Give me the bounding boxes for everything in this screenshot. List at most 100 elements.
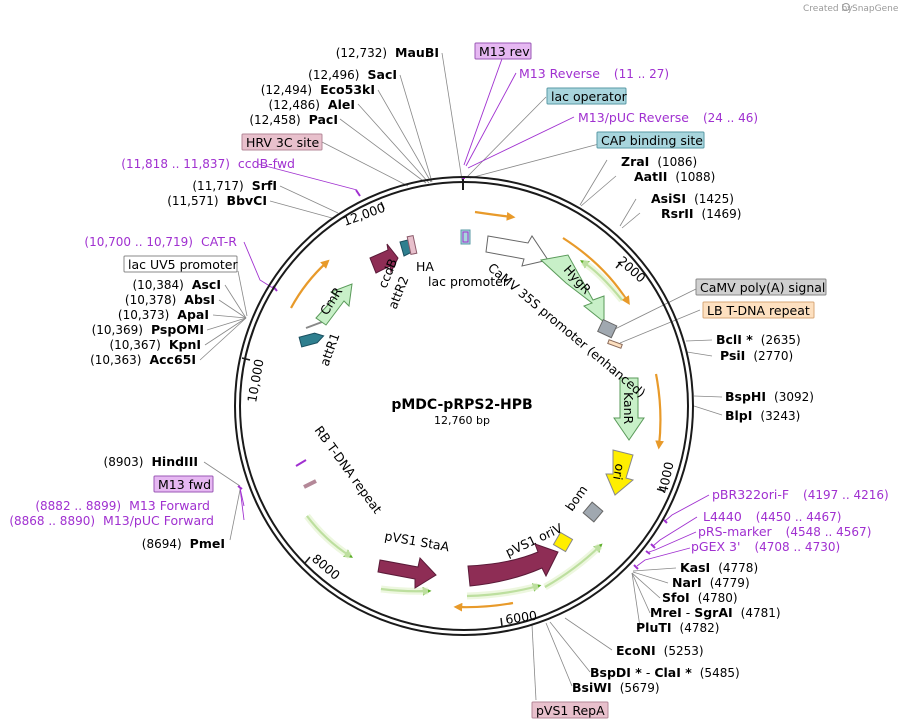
- primer-prs-marker: pRS-marker(4548 .. 4567): [698, 524, 871, 539]
- site-apai: (10,373)ApaI: [118, 307, 209, 322]
- pvs1-oriv-feature: [552, 531, 574, 553]
- svg-text:CAP binding site: CAP binding site: [601, 133, 703, 148]
- site-pmei: (8694)PmeI: [142, 536, 225, 551]
- attr1-arrow: [298, 332, 325, 348]
- primer-arcs-green: [306, 260, 623, 598]
- site-rsrii: RsrII(1469): [661, 206, 741, 221]
- box-lb-tdna-repeat: LB T-DNA repeat: [702, 301, 815, 319]
- site-aatii: AatII(1088): [634, 169, 715, 184]
- site-saci: (12,496)SacI: [308, 67, 397, 82]
- lb-tdna-feature: [607, 339, 623, 349]
- site-acc65i: (10,363)Acc65I: [90, 352, 196, 367]
- site-srfi: (11,717)SrfI: [192, 178, 277, 193]
- box-cap-binding-site: CAP binding site: [596, 131, 705, 149]
- ha-feature: [406, 234, 418, 256]
- pvs1-repa-arrow: [467, 543, 559, 587]
- plasmid-name: pMDC-pRPS2-HPB: [391, 397, 532, 413]
- ori-arrow: [605, 449, 635, 496]
- site-bsphi: BspHI(3092): [725, 389, 814, 404]
- site-pspomi: (10,369)PspOMI: [92, 322, 204, 337]
- site-hindiii: (8903)HindIII: [104, 454, 198, 469]
- kanr-label: KanR: [621, 392, 636, 425]
- cmr-arrow: [315, 283, 353, 326]
- svg-text:CaMV poly(A) signal: CaMV poly(A) signal: [700, 280, 825, 295]
- kanr-arrow: [613, 377, 645, 441]
- rb-tdna-feature: [303, 479, 317, 489]
- primer-pbr322ori-f: pBR322ori-F(4197 .. 4216): [712, 487, 889, 502]
- camv-polya-feature: [597, 318, 618, 339]
- site-kpni: (10,367)KpnI: [109, 337, 201, 352]
- primer-labels: M13 Reverse(11 .. 27) M13/pUC Reverse(24…: [9, 66, 888, 554]
- site-paci: (12,458)PacI: [249, 112, 338, 127]
- site-bsiwi: BsiWI(5679): [572, 680, 660, 695]
- site-psii: PsiI(2770): [720, 348, 793, 363]
- tick-label-12000: 12,000: [341, 200, 387, 229]
- enzyme-labels-left: (12,732)MauBI (12,496)SacI (12,494)Eco53…: [90, 45, 439, 551]
- bom-feature: [582, 501, 604, 523]
- site-bspdi-clai: BspDI * - ClaI *(5485): [590, 665, 740, 680]
- svg-text:lac UV5 promoter: lac UV5 promoter: [128, 257, 238, 272]
- tick-label-4000: 4000: [655, 460, 676, 494]
- primer-arcs-orange: [290, 210, 664, 612]
- site-pluti: PluTI(4782): [636, 620, 719, 635]
- tick-label-6000: 6000: [504, 608, 538, 627]
- ha-label: HA: [416, 259, 434, 274]
- ccdb-arrow: [369, 243, 399, 274]
- site-mrei-sgrai: MreI - SgrAI(4781): [650, 605, 781, 620]
- lac-operator-feature: [460, 229, 471, 245]
- site-absi: (10,378)AbsI: [125, 292, 215, 307]
- box-hrv-3c-site: HRV 3C site: [241, 133, 323, 151]
- tick-marks: [241, 201, 665, 627]
- primer-m13-reverse: M13 Reverse(11 .. 27): [519, 66, 669, 81]
- credit-brand: SnapGene: [852, 4, 899, 14]
- primer-ccdb-fwd: (11,818 .. 11,837)ccdB-fwd: [121, 156, 295, 171]
- box-lac-uv5-promoter: lac UV5 promoter: [123, 255, 238, 273]
- lac-uv5-feature: [305, 321, 323, 329]
- rb-tdna-label: RB T-DNA repeat: [312, 423, 386, 516]
- m13-fwd-tick: [295, 459, 307, 467]
- tick-label-10000: 10,000: [244, 358, 266, 404]
- pvs1-staa-arrow: [377, 556, 437, 589]
- box-m13-rev: M13 rev: [474, 42, 532, 60]
- site-nari: NarI(4779): [672, 575, 750, 590]
- camv-35s-promoter-arrow: [485, 235, 549, 267]
- site-maubi: (12,732)MauBI: [336, 45, 439, 60]
- svg-text:lac operator: lac operator: [551, 89, 628, 104]
- pvs1-staa-label: pVS1 StaA: [383, 528, 450, 554]
- lac-promoter-label: lac promoter: [428, 274, 509, 289]
- primer-m13-puc-forward: (8868 .. 8890)M13/pUC Forward: [9, 513, 214, 528]
- box-camv-polya: CaMV poly(A) signal: [695, 278, 827, 296]
- snapgene-logo-icon: [842, 3, 850, 11]
- box-lac-operator: lac operator: [546, 87, 628, 105]
- box-m13-fwd: M13 fwd: [153, 475, 214, 493]
- svg-text:HRV 3C site: HRV 3C site: [246, 135, 319, 150]
- primer-leaders: [239, 55, 710, 567]
- plasmid-size: 12,760 bp: [434, 414, 490, 427]
- box-pvs1-repa: pVS1 RepA: [531, 701, 609, 719]
- leader-lines: [199, 52, 723, 701]
- site-bcli: BclI *(2635): [716, 332, 801, 347]
- svg-text:M13 fwd: M13 fwd: [158, 477, 211, 492]
- ori-label: ori: [610, 462, 628, 481]
- primer-m13-forward: (8882 .. 8899)M13 Forward: [35, 498, 210, 513]
- site-sfoi: SfoI(4780): [662, 590, 738, 605]
- site-zrai: ZraI(1086): [621, 154, 697, 169]
- primer-m13-puc-reverse: M13/pUC Reverse(24 .. 46): [578, 110, 758, 125]
- svg-text:LB T-DNA repeat: LB T-DNA repeat: [707, 303, 810, 318]
- credit-prefix: Created by: [803, 4, 853, 14]
- tick-label-2000: 2000: [615, 253, 649, 285]
- primer-arc-halos: [304, 259, 625, 600]
- site-asci: (10,384)AscI: [132, 277, 221, 292]
- site-kasi: KasI(4778): [680, 560, 758, 575]
- primer-pgex-3: pGEX 3'(4708 .. 4730): [691, 539, 840, 554]
- site-blpi: BlpI(3243): [725, 408, 800, 423]
- svg-text:M13 rev: M13 rev: [479, 44, 530, 59]
- site-alei: (12,486)AleI: [269, 97, 355, 112]
- site-econi: EcoNI(5253): [616, 643, 704, 658]
- primer-cat-r: (10,700 .. 10,719)CAT-R: [84, 234, 237, 249]
- svg-text:pVS1 RepA: pVS1 RepA: [536, 703, 605, 718]
- site-bbvci: (11,571)BbvCI: [167, 193, 267, 208]
- primer-l4440: L4440(4450 .. 4467): [703, 509, 841, 524]
- enzyme-labels-right: ZraI(1086) AatII(1088) AsiSI(1425) RsrII…: [572, 154, 814, 695]
